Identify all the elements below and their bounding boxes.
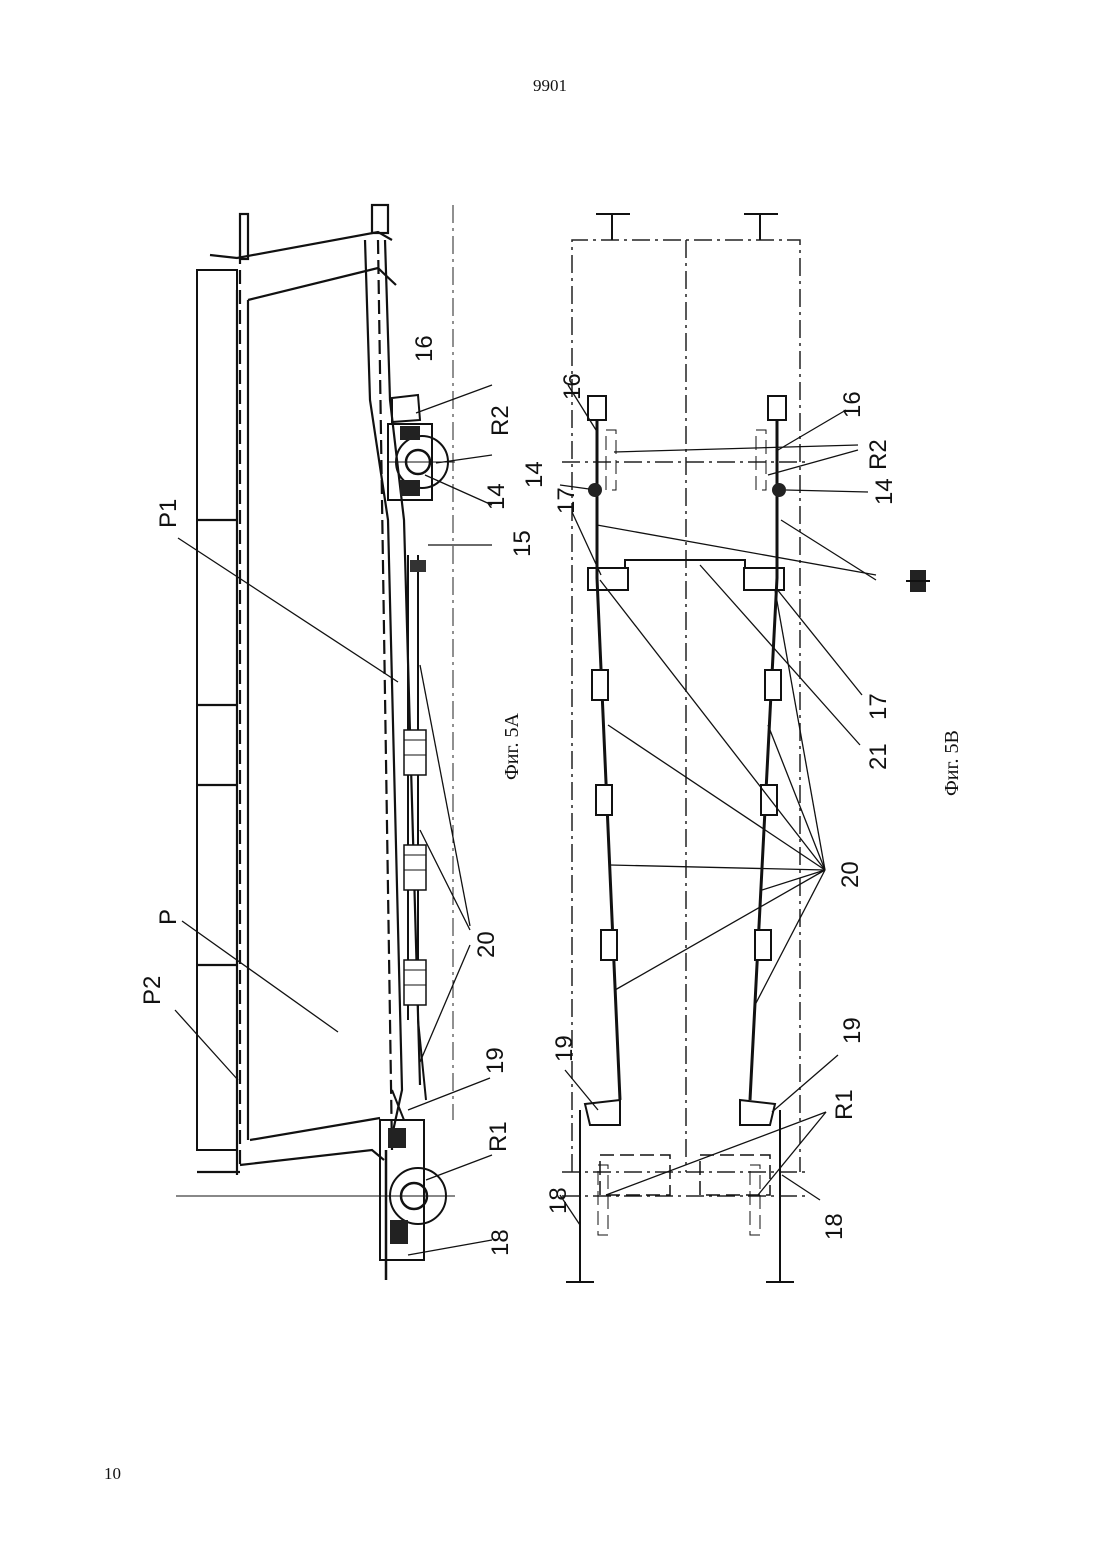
body-outline-5b — [562, 240, 810, 1196]
label-16: 16 — [411, 335, 438, 362]
brake-cylinder-left — [588, 396, 606, 420]
label-20: 20 — [473, 931, 500, 958]
label-21: 21 — [865, 743, 892, 770]
label-p1: P1 — [155, 499, 182, 528]
label-19-right: 19 — [839, 1017, 866, 1044]
label-14-left: 14 — [521, 461, 548, 488]
label-17-right: 17 — [865, 693, 892, 720]
label-19: 19 — [482, 1047, 509, 1074]
label-r1: R1 — [831, 1089, 858, 1120]
buffers-5b — [596, 214, 778, 240]
figure-5b: 16 16 R2 14 14 17 17 21 20 19 19 R1 18 1… — [521, 214, 963, 1282]
label-r2: R2 — [487, 405, 514, 436]
figure-5a: P1 P P2 16 R2 14 15 20 19 R1 18 Фиг. 5А — [139, 205, 536, 1280]
label-r1: R1 — [485, 1121, 512, 1152]
labels-5a: P1 P P2 16 R2 14 15 20 19 R1 18 Фиг. 5А — [139, 335, 536, 1256]
caption-fig-5b: Фиг. 5В — [941, 730, 963, 796]
leaders-5a — [175, 385, 492, 1255]
bogie-r1 — [176, 1090, 455, 1280]
label-18-left: 18 — [545, 1187, 572, 1214]
label-20: 20 — [837, 861, 864, 888]
label-14-right: 14 — [871, 478, 898, 505]
label-18: 18 — [487, 1229, 514, 1256]
label-19-left: 19 — [551, 1035, 578, 1062]
caption-fig-5a: Фиг. 5А — [501, 713, 523, 780]
label-18-right: 18 — [821, 1213, 848, 1240]
brake-cylinder-right — [768, 396, 786, 420]
brake-rods-5b — [566, 420, 794, 1282]
wagon-body — [197, 205, 420, 1175]
brake-rods-5a — [404, 555, 426, 1100]
label-14: 14 — [483, 483, 510, 510]
label-15: 15 — [509, 530, 536, 557]
page-index: 10 — [104, 1464, 121, 1484]
label-r2: R2 — [865, 439, 892, 470]
handbrake-symbol — [906, 570, 930, 592]
label-p: P — [155, 909, 182, 925]
label-16-right: 16 — [839, 391, 866, 418]
label-16-left: 16 — [559, 373, 586, 400]
label-p2: P2 — [139, 976, 166, 1005]
label-17-left: 17 — [553, 487, 580, 514]
